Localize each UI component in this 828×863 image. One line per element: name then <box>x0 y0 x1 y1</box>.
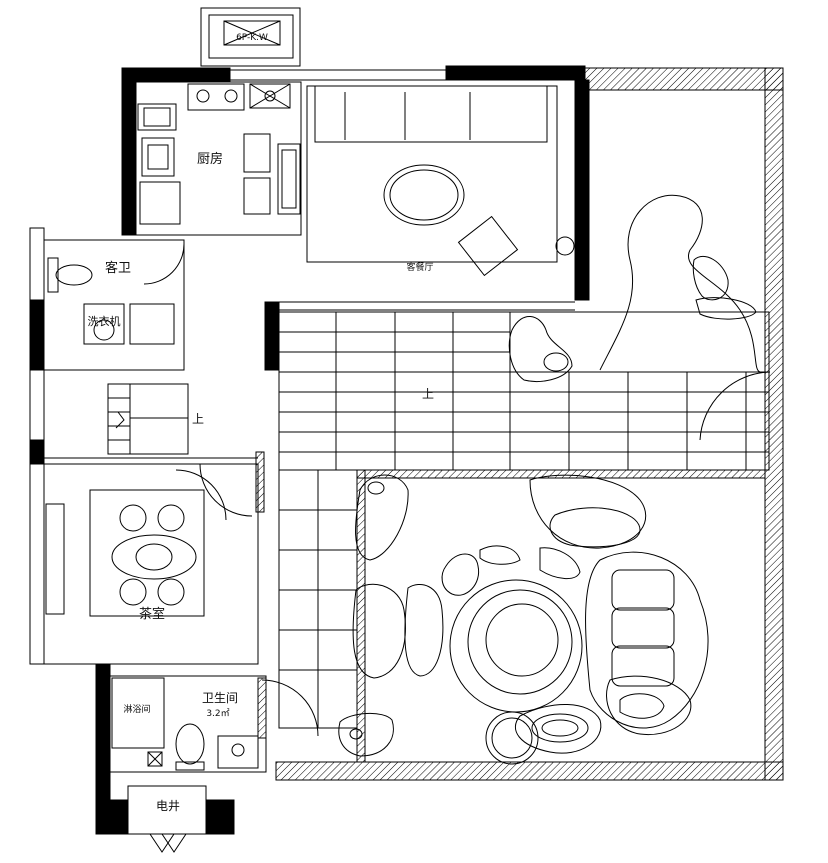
kitchen: 厨房 <box>135 81 302 236</box>
bathroom: 淋浴间 卫生间 3.2㎡ <box>109 675 319 773</box>
lounge <box>338 469 766 765</box>
electric-shaft: 电井 <box>127 785 207 853</box>
tea-room: 茶室 <box>43 463 259 665</box>
exterior-walls <box>29 65 784 835</box>
left-stair-up-label: 上 <box>192 412 204 426</box>
living-dining: 客餐厅 <box>306 85 575 277</box>
shaft-label: 电井 <box>156 799 180 813</box>
ac-unit: 6P-K.W <box>200 7 301 67</box>
upper-right-area <box>508 194 761 382</box>
tea-room-label: 茶室 <box>139 606 165 622</box>
left-stair: 上 <box>107 383 204 455</box>
bathroom-label: 卫生间 <box>202 691 238 705</box>
main-stair-up-label: 上 <box>422 387 434 401</box>
main-stair-grid: 上 <box>278 311 771 471</box>
kitchen-label: 厨房 <box>197 151 223 167</box>
door-swings <box>175 451 267 739</box>
guest-bath-label: 客卫 <box>105 260 131 276</box>
washer-label: 洗衣机 <box>88 314 121 328</box>
corridor <box>278 469 358 729</box>
shower-label: 淋浴间 <box>123 703 150 715</box>
living-dining-label: 客餐厅 <box>406 261 433 273</box>
guest-bath: 客卫 洗衣机 <box>43 239 185 371</box>
bathroom-area-label: 3.2㎡ <box>206 708 229 719</box>
ac-unit-label: 6P-K.W <box>236 33 268 43</box>
